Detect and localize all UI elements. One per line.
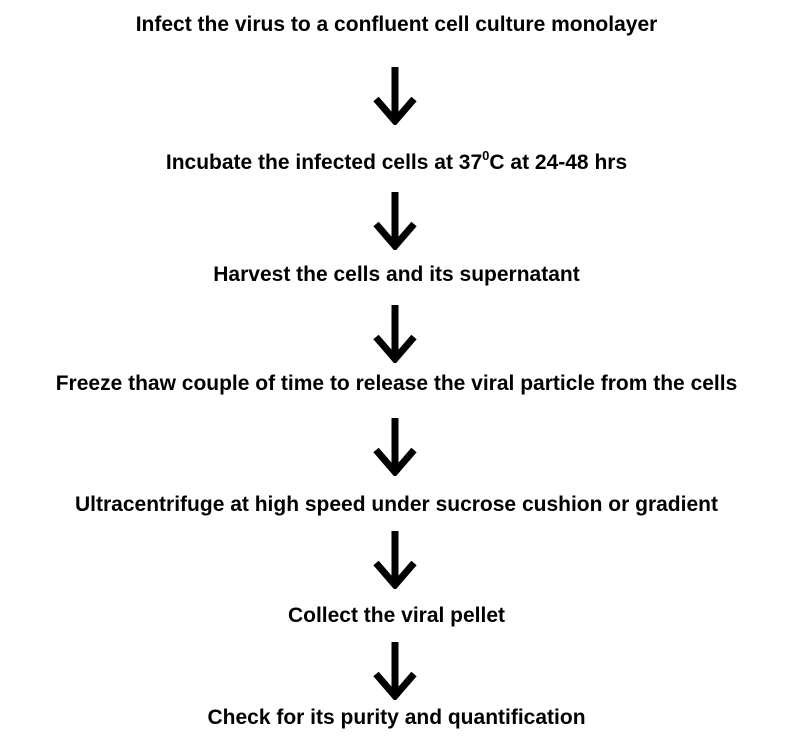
step-5-ultracentrifuge: Ultracentrifuge at high speed under sucr… xyxy=(0,492,793,518)
step-3-label: Harvest the cells and its supernatant xyxy=(213,263,580,286)
step-7-label: Check for its purity and quantification xyxy=(207,706,586,729)
step-7-check: Check for its purity and quantification xyxy=(0,705,793,731)
arrow-down-icon xyxy=(372,63,418,125)
step-4-label: Freeze thaw couple of time to release th… xyxy=(55,372,738,395)
step-2-label-pre: Incubate the infected cells at 37 xyxy=(165,151,483,174)
step-6-label: Collect the viral pellet xyxy=(287,604,506,627)
arrow-down-icon xyxy=(372,188,418,250)
arrow-down-icon xyxy=(372,301,418,363)
arrow-down-icon xyxy=(372,527,418,589)
step-2-label-post: C at 24-48 hrs xyxy=(489,151,628,174)
step-2-incubate: Incubate the infected cells at 370C at 2… xyxy=(0,148,793,176)
step-1-label: Infect the virus to a confluent cell cul… xyxy=(135,13,658,36)
step-6-collect: Collect the viral pellet xyxy=(0,603,793,629)
arrow-down-icon xyxy=(372,638,418,700)
step-3-harvest: Harvest the cells and its supernatant xyxy=(0,262,793,288)
arrow-down-icon xyxy=(372,414,418,476)
step-4-freeze-thaw: Freeze thaw couple of time to release th… xyxy=(0,371,793,397)
step-2-label-sup: 0 xyxy=(482,148,490,163)
step-5-label: Ultracentrifuge at high speed under sucr… xyxy=(75,493,718,516)
step-1-infect: Infect the virus to a confluent cell cul… xyxy=(0,12,793,38)
